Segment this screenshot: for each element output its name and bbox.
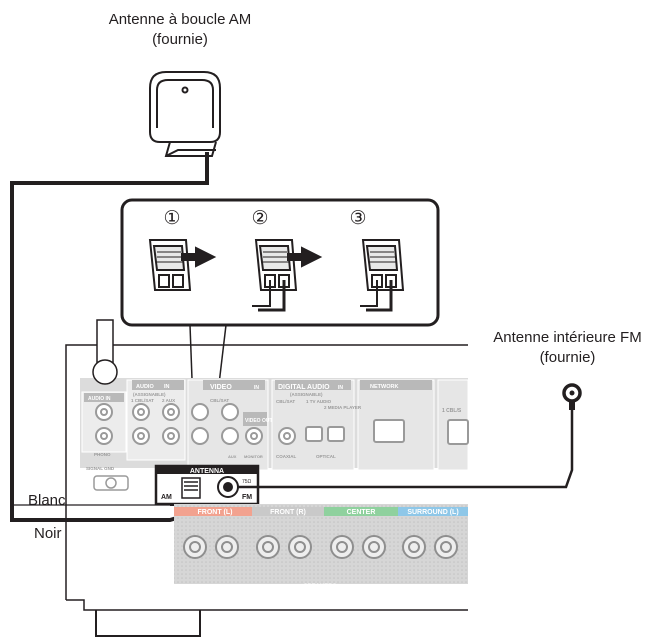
aux-label: AUX [228,454,237,459]
step-1-terminal [148,239,217,291]
step-2-terminal [252,239,323,312]
signal-gnd-label: SIGNAL GND [86,466,115,471]
audio-in-small-label: AUDIO IN [88,396,111,402]
am-terminal-label: AM [161,494,172,501]
phono-label: PHONO [94,452,111,457]
front-r-band [252,507,324,516]
surround-band [398,507,468,516]
audio-cbl-label: 1 CBL/SAT [131,398,154,403]
step-3-terminal [360,239,405,312]
digital-media-label: 2 MEDIA PLAYER [324,405,362,410]
coaxial-label: COAXIAL [276,454,297,459]
fm-antenna-terminal-lug [562,383,582,410]
assignable-label: (ASSIGNABLE) [133,392,166,397]
front-r-label: FRONT (R) [270,509,306,516]
surround-l-label: SURROUND (L) [407,509,458,516]
digital-cbl-label: CBL/SAT [276,399,295,404]
digital-audio-label: DIGITAL AUDIO [278,384,330,391]
am-antenna-title-line2: (fournie) [152,31,208,48]
front-l-band [174,507,252,516]
video-out-label: VIDEO OUT [245,418,273,424]
fm-antenna-title: Antenne intérieure FM (fournie) [465,328,668,368]
audio-aux-label: 2 AUX [162,398,175,403]
center-band [324,507,398,516]
network-label: NETWORK [370,384,398,390]
antenna-heading: ANTENNA [190,468,224,475]
digital-assignable-label: (ASSIGNABLE) [290,392,323,397]
fm-terminal-label: FM [242,494,252,501]
am-antenna-title-line1: Antenne à boucle AM [108,11,252,28]
fm-antenna-title-line1: Antenne intérieure FM [493,329,642,346]
step-2-number: ② [251,208,268,229]
digital-in-label: IN [338,385,343,391]
fm-antenna-title-line2: (fournie) [539,349,596,366]
video-cbl-label: CBL/SAT [210,398,229,403]
front-l-label: FRONT (L) [198,509,233,516]
audio-label: AUDIO [136,384,154,390]
step-1-number: ① [163,208,180,229]
center-label: CENTER [347,509,376,516]
optical-label: OPTICAL [316,454,336,459]
am-terminal-clamp [181,477,201,499]
receiver-rear-panel: AUDIO IN (ASSIGNABLE) 1 CBL/SAT 2 AUX AU… [65,319,469,637]
am-loop-antenna [149,71,221,157]
speakers-label: SPEAKERS [303,584,336,590]
digital-tv-label: 1 TV AUDIO [306,399,332,404]
fm-terminal-jack [217,476,239,498]
fm-antenna-wire [238,408,574,489]
step-3-number: ③ [349,208,366,229]
video-in-label: IN [254,385,259,391]
fm-ohm-label: 75Ω [242,479,252,485]
video-label: VIDEO [210,384,232,391]
black-wire-label: Noir [34,525,62,542]
am-antenna-title: Antenne à boucle AM (fournie) [70,10,290,50]
hdmi-cbl-label: 1 CBL/S [442,408,462,414]
monitor-label: MONITOR [244,454,263,459]
am-cable [10,152,209,522]
audio-in-label: IN [164,384,170,390]
